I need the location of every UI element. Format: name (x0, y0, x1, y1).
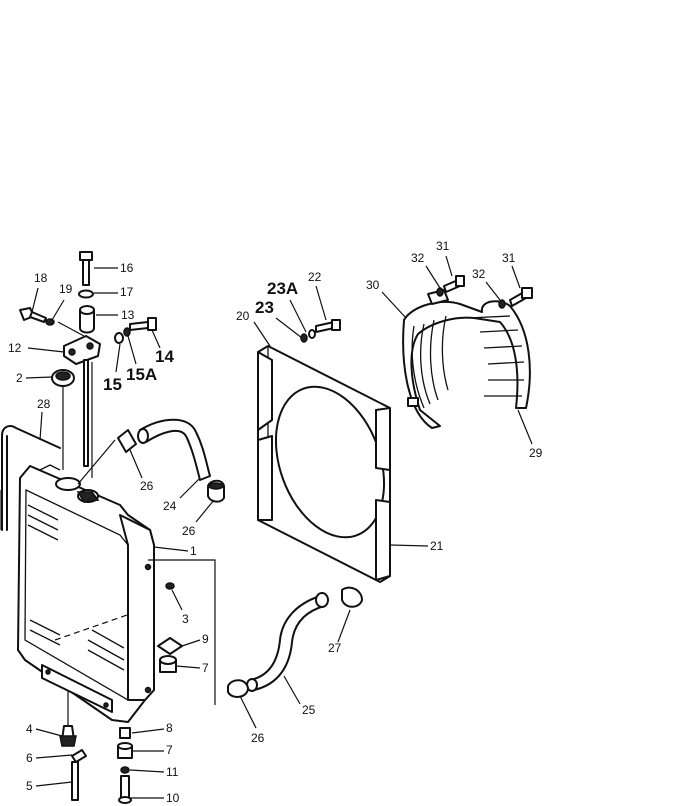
callout-c8: 8 (166, 721, 173, 735)
callout-c4: 4 (26, 722, 33, 736)
radiator-assembly (17, 464, 155, 723)
callout-c7a: 7 (202, 661, 209, 675)
callout-c6: 6 (26, 751, 33, 765)
radiator-core-fins (27, 504, 125, 671)
lower-hose (227, 586, 363, 698)
callout-c30: 30 (366, 278, 380, 292)
callout-c5: 5 (26, 779, 33, 793)
callout-c7b: 7 (166, 743, 173, 757)
callout-c15a: 15A (126, 365, 157, 384)
callout-c1: 1 (190, 544, 197, 558)
callout-c11: 11 (166, 765, 179, 779)
drain-parts (59, 690, 87, 801)
overflow-tube (0, 425, 61, 531)
mount-parts (117, 559, 216, 804)
callout-c18: 18 (34, 271, 48, 285)
callout-c22: 22 (308, 270, 322, 284)
callout-c16: 16 (120, 261, 134, 275)
callout-c14: 14 (155, 347, 174, 366)
callout-c29: 29 (529, 446, 543, 460)
callout-c20: 20 (236, 309, 250, 323)
callout-c24: 24 (163, 499, 177, 513)
callout-c26b: 26 (182, 524, 196, 538)
callout-c23a: 23A (267, 279, 298, 298)
callout-c13: 13 (121, 308, 135, 322)
callout-c23: 23 (255, 298, 274, 317)
filler-assembly (19, 251, 157, 485)
callout-c31a: 31 (436, 239, 450, 253)
callout-c32b: 32 (472, 267, 486, 281)
callout-c27: 27 (328, 641, 342, 655)
upper-hose (117, 418, 225, 503)
fan-guard (402, 289, 531, 429)
callout-c15: 15 (103, 375, 122, 394)
callout-c25: 25 (302, 703, 316, 717)
callout-c32a: 32 (411, 251, 425, 265)
callout-c17: 17 (120, 285, 134, 299)
callout-c12: 12 (8, 341, 22, 355)
shroud-bolts (300, 319, 341, 343)
fan-shroud (257, 345, 391, 583)
callout-c3: 3 (182, 612, 189, 626)
callout-c21: 21 (430, 539, 444, 553)
callout-c26c: 26 (251, 731, 265, 745)
callout-c31b: 31 (502, 251, 516, 265)
callout-c9: 9 (202, 632, 209, 646)
callout-c10: 10 (166, 791, 180, 805)
callout-c26a: 26 (140, 479, 154, 493)
callout-c28: 28 (37, 397, 51, 411)
callout-c2: 2 (16, 371, 23, 385)
callout-c19: 19 (59, 282, 73, 296)
leader-lines (25, 255, 533, 799)
